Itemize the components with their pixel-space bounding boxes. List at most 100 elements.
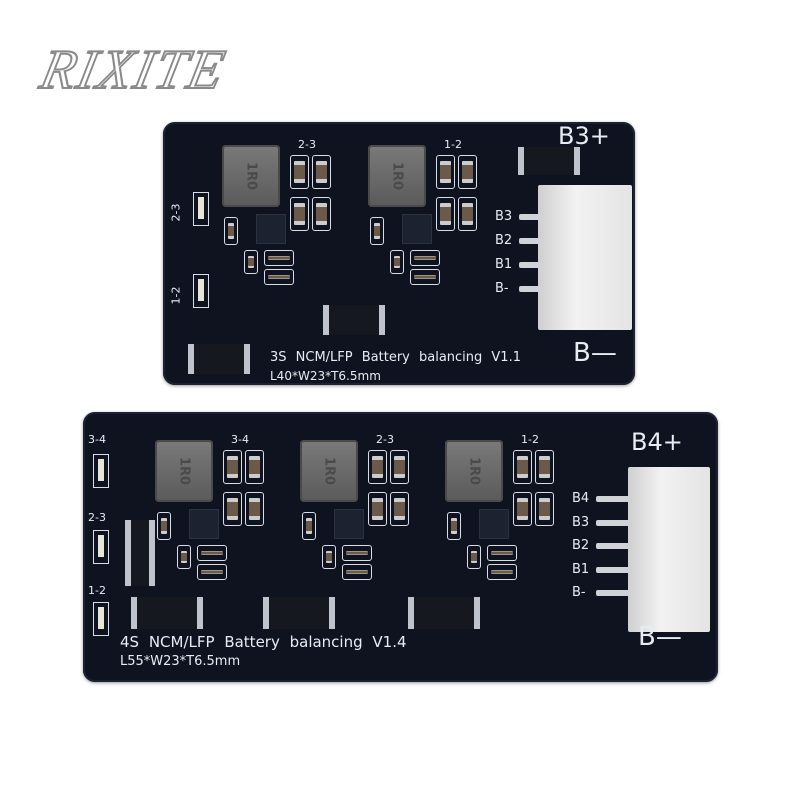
side-label: 2-3 (169, 203, 183, 222)
connector-pin (519, 238, 542, 244)
resistor (264, 269, 294, 285)
negative-terminal-label: B— (638, 622, 682, 652)
pin-label: B- (495, 281, 509, 296)
board-title: 4S NCM/LFP Battery balancing V1.4 (120, 633, 407, 651)
watermark-logo: RIXITE (34, 38, 232, 102)
resistor (370, 217, 384, 245)
resistor (197, 545, 227, 561)
resistor (224, 217, 238, 245)
jst-connector (628, 467, 710, 632)
resistor (322, 545, 336, 569)
side-label: 1-2 (169, 286, 183, 305)
led-indicator (93, 530, 109, 564)
balancer-ic (190, 510, 218, 538)
connector-pin (519, 214, 542, 220)
resistor (390, 250, 404, 274)
side-label: 2-3 (88, 511, 106, 524)
inductor-marking: 1R0 (466, 456, 482, 486)
capacitor (290, 155, 309, 189)
pin-label: B- (572, 585, 586, 600)
led-indicator (93, 602, 109, 636)
power-resistor (408, 597, 480, 629)
capacitor (312, 155, 331, 189)
capacitor (513, 492, 532, 526)
jst-connector (538, 185, 632, 330)
resistor (244, 250, 258, 274)
resistor (197, 564, 227, 580)
inductor-marking: 1R0 (321, 456, 337, 486)
capacitor (513, 450, 532, 484)
pin-label: B1 (572, 561, 590, 577)
pin-label: B4 (572, 491, 590, 506)
resistor (447, 512, 461, 540)
capacitor (458, 155, 477, 189)
channel-label: 1-2 (444, 138, 462, 151)
resistor (410, 250, 440, 266)
channel-label: 2-3 (376, 433, 394, 446)
inductor-marking: 1R0 (176, 456, 192, 486)
board-dimensions: L55*W23*T6.5mm (120, 654, 241, 669)
resistor (467, 545, 481, 569)
power-resistor (323, 305, 385, 335)
resistor (342, 564, 372, 580)
pin-label: B3 (495, 209, 513, 224)
capacitor (535, 492, 554, 526)
positive-terminal-label: B3+ (558, 122, 610, 150)
capacitor (290, 197, 309, 231)
balancer-ic (257, 215, 285, 243)
channel-label: 2-3 (298, 138, 316, 151)
connector-pin (519, 286, 542, 292)
inductor: 1R0 (368, 145, 426, 207)
negative-terminal-label: B— (573, 338, 617, 368)
pin-label: B2 (572, 538, 590, 553)
side-label: 3-4 (88, 433, 106, 446)
capacitor (390, 450, 409, 484)
connector-pin (596, 566, 632, 573)
led-indicator (93, 454, 109, 488)
pin-label: B2 (495, 233, 513, 248)
resistor (157, 512, 171, 540)
balancer-ic (480, 510, 508, 538)
capacitor (368, 492, 387, 526)
power-resistor (131, 597, 203, 629)
resistor (264, 250, 294, 266)
led-indicator (193, 274, 209, 308)
resistor (177, 545, 191, 569)
resistor (302, 512, 316, 540)
resistor (487, 564, 517, 580)
pin-label: B3 (572, 514, 590, 530)
power-resistor (263, 597, 335, 629)
inductor: 1R0 (300, 440, 358, 502)
connector-pin (596, 496, 632, 502)
capacitor (245, 450, 264, 484)
capacitor (223, 450, 242, 484)
power-resistor (188, 344, 250, 374)
connector-pin (596, 543, 632, 549)
led-indicator (193, 192, 209, 226)
resistor (342, 545, 372, 561)
connector-pin (596, 519, 632, 526)
power-resistor (125, 520, 155, 586)
balancer-ic (403, 215, 431, 243)
capacitor (312, 197, 331, 231)
pin-label: B1 (495, 257, 513, 272)
inductor: 1R0 (445, 440, 503, 502)
capacitor (436, 197, 455, 231)
capacitor (390, 492, 409, 526)
capacitor (535, 450, 554, 484)
channel-label: 1-2 (521, 433, 539, 446)
capacitor (436, 155, 455, 189)
capacitor (458, 197, 477, 231)
board-title: 3S NCM/LFP Battery balancing V1.1 (270, 350, 521, 365)
inductor-marking: 1R0 (243, 161, 259, 191)
connector-pin (596, 590, 632, 596)
side-label: 1-2 (88, 584, 106, 597)
inductor: 1R0 (222, 145, 280, 207)
positive-terminal-label: B4+ (631, 428, 683, 456)
balancer-ic (335, 510, 363, 538)
resistor (487, 545, 517, 561)
capacitor (223, 492, 242, 526)
inductor: 1R0 (155, 440, 213, 502)
